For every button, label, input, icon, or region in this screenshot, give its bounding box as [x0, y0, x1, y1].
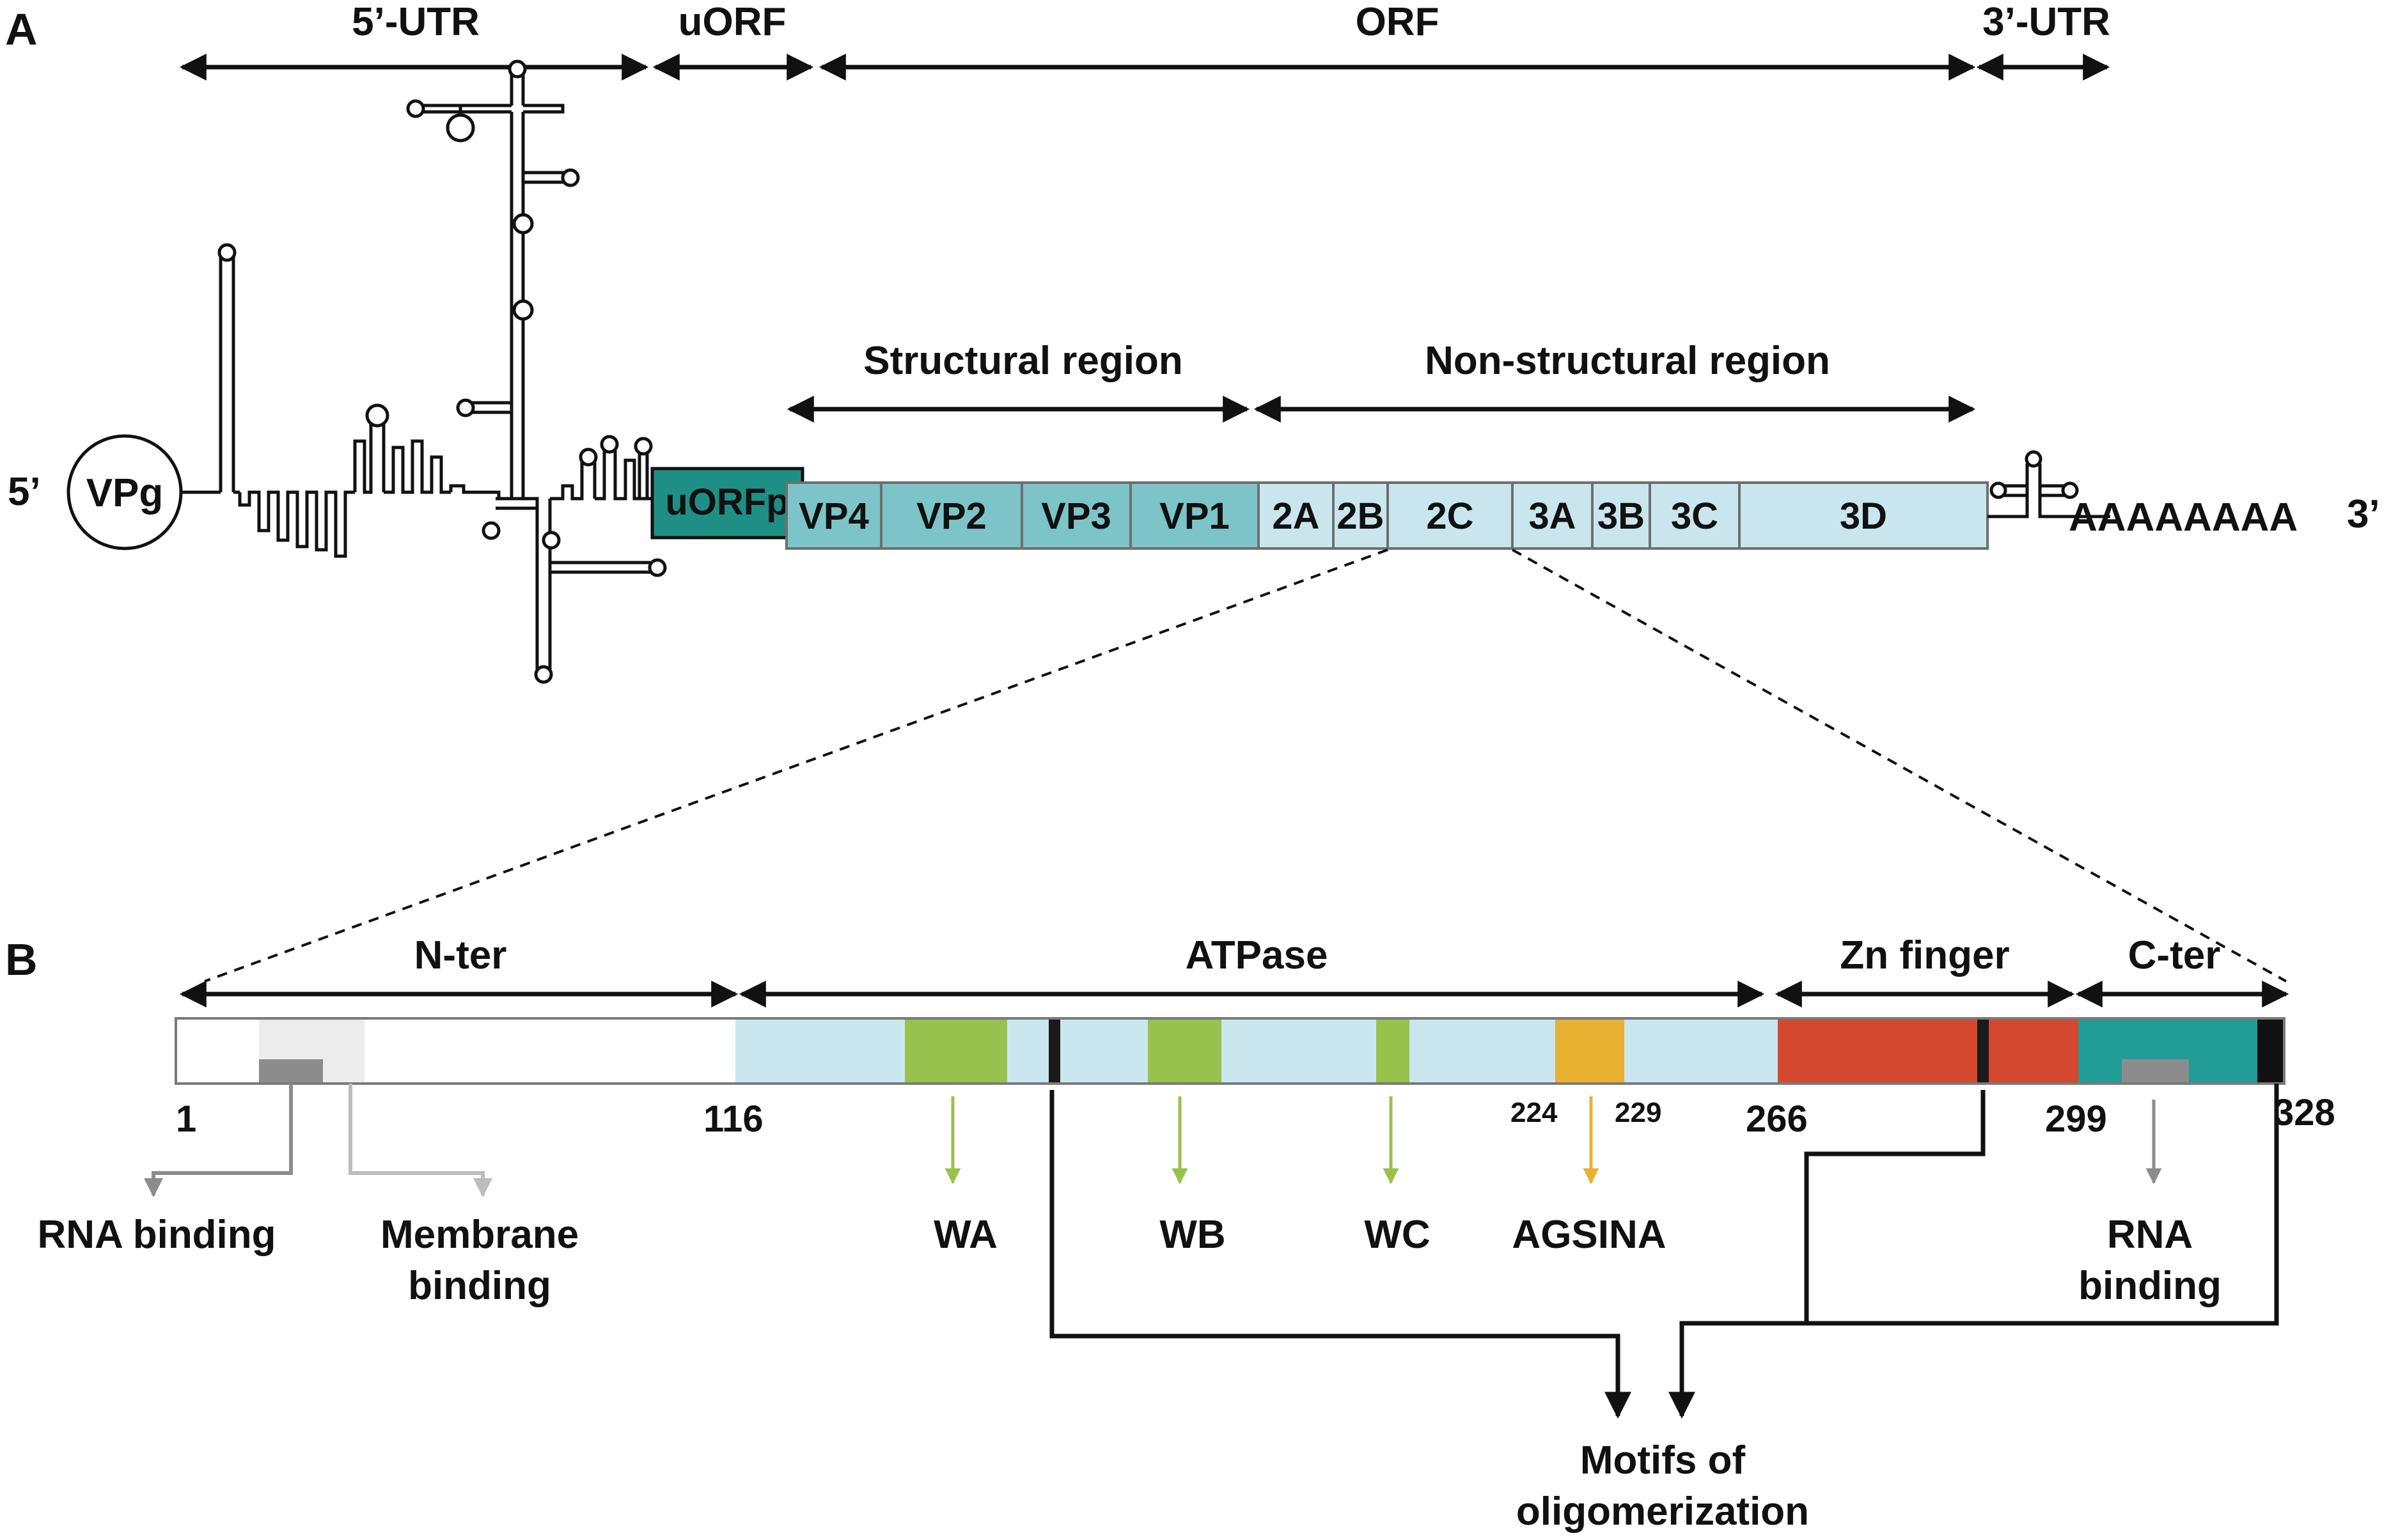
- vpg-label: VPg: [86, 471, 164, 515]
- utr5-label: 5’-UTR: [352, 0, 480, 44]
- segment-vp4: [785, 481, 882, 550]
- structural-region-label: Structural region: [863, 339, 1183, 383]
- domain-cter-label: C-ter: [2128, 933, 2221, 977]
- wa-label: WA: [934, 1213, 998, 1257]
- pos-1: 1: [176, 1098, 196, 1140]
- nonstructural-region-label: Non-structural region: [1425, 339, 1830, 383]
- uorfp-label: uORFp: [665, 481, 788, 523]
- motifs-label-1: Motifs of: [1580, 1438, 1746, 1482]
- zoom-line-left: [204, 548, 1388, 983]
- rna-binding-left-arrow: [144, 1084, 293, 1197]
- segment-label-vp2: VP2: [916, 495, 987, 537]
- segment-label-2b: 2B: [1337, 495, 1384, 537]
- pos-229: 229: [1615, 1097, 1661, 1128]
- oligomerization-motif-1: [1049, 1018, 1060, 1084]
- domain-zn-label: Zn finger: [1840, 933, 2009, 977]
- segment-3a: [1511, 481, 1594, 550]
- uorfp-box: [650, 467, 804, 540]
- pos-299: 299: [2045, 1098, 2107, 1140]
- utr5-rna-structure: [181, 59, 667, 684]
- poly-a-tail: AAAAAAAA: [2069, 495, 2298, 540]
- five-prime-label: 5’: [8, 470, 41, 514]
- zn-finger-domain: [1778, 1018, 2078, 1084]
- rna-binding-right-label-1: RNA: [2107, 1213, 2193, 1257]
- walker-a-motif: [905, 1018, 1007, 1084]
- oligomerization-motif-2: [1977, 1018, 1989, 1084]
- membrane-binding-arrow: [349, 1084, 492, 1197]
- oligo-connector-1: [1049, 1090, 1631, 1419]
- pos-266: 266: [1746, 1098, 1808, 1140]
- segment-label-3d: 3D: [1840, 495, 1887, 537]
- uorf-label: uORF: [678, 0, 787, 44]
- membrane-binding-label-2: binding: [408, 1264, 551, 1308]
- rna-binding-left-label: RNA binding: [37, 1213, 276, 1257]
- walker-b-motif: [1148, 1018, 1221, 1084]
- segment-vp3: [1021, 481, 1132, 550]
- wb-label: WB: [1159, 1213, 1225, 1257]
- segment-3d: [1738, 481, 1989, 550]
- segment-label-3c: 3C: [1671, 495, 1718, 537]
- segment-vp1: [1129, 481, 1260, 550]
- segment-label-3b: 3B: [1597, 495, 1645, 537]
- protein-bar-outline: [175, 1017, 2285, 1085]
- utr3-rna-structure: [1987, 450, 2110, 518]
- utr3-label: 3’-UTR: [1982, 0, 2110, 44]
- oligo-connector-2: [1804, 1084, 2279, 1326]
- rna-binding-region-n: [259, 1059, 323, 1084]
- segment-label-2c: 2C: [1426, 495, 1473, 537]
- segment-3b: [1591, 481, 1651, 550]
- segment-label-3a: 3A: [1528, 495, 1576, 537]
- oligo-connector-3: [1668, 1321, 1807, 1419]
- segment-3c: [1649, 481, 1741, 550]
- segment-label-2a: 2A: [1272, 495, 1319, 537]
- segment-label-vp4: VP4: [799, 495, 869, 537]
- walker-c-motif: [1376, 1018, 1409, 1084]
- three-prime-label: 3’: [2347, 492, 2380, 536]
- domain-atpase-label: ATPase: [1186, 933, 1328, 977]
- orf-label: ORF: [1356, 0, 1439, 44]
- agsina-label: AGSINA: [1512, 1213, 1666, 1257]
- segment-2c: [1386, 481, 1514, 550]
- panel-a-label: A: [5, 4, 38, 54]
- wc-label: WC: [1364, 1213, 1430, 1257]
- segment-label-vp3: VP3: [1041, 495, 1111, 537]
- oligomerization-motif-3: [2257, 1018, 2284, 1084]
- agsina-motif: [1555, 1018, 1624, 1084]
- oligomerization-connectors: [1049, 1084, 2279, 1419]
- zoom-line-right: [1512, 548, 2287, 983]
- pos-116: 116: [703, 1098, 764, 1140]
- pos-328: 328: [2273, 1092, 2335, 1133]
- polyprotein-bar: VP4 VP2 VP3 VP1 2A 2B 2C 3A 3B 3C 3D: [785, 481, 1989, 550]
- rna-binding-right-label-2: binding: [2078, 1264, 2222, 1308]
- motifs-label-2: oligomerization: [1516, 1489, 1809, 1534]
- segment-label-vp1: VP1: [1159, 495, 1230, 537]
- domain-nter-label: N-ter: [414, 933, 507, 977]
- segment-2b: [1332, 481, 1389, 550]
- panel-b-label: B: [5, 935, 38, 984]
- segment-2a: [1257, 481, 1335, 550]
- membrane-binding-label-1: Membrane: [380, 1213, 579, 1257]
- pos-224: 224: [1510, 1097, 1558, 1128]
- protein-2c-bar: [175, 1017, 2285, 1085]
- rna-binding-region-c: [2122, 1059, 2189, 1084]
- segment-vp2: [880, 481, 1023, 550]
